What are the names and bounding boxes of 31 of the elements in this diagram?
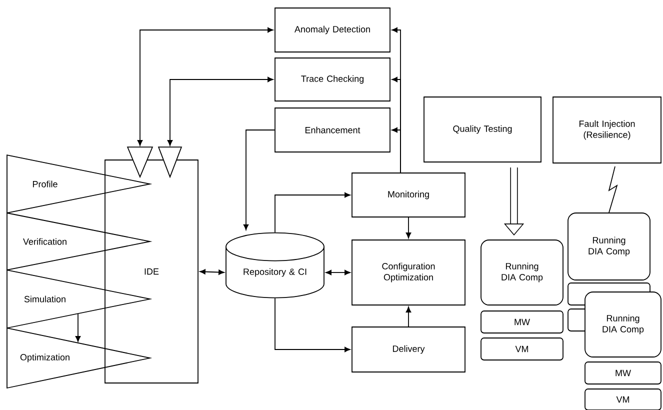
lightning-bolt: [608, 166, 618, 213]
layer-box: [568, 282, 650, 306]
arrow: [167, 76, 274, 146]
arrow: [406, 217, 412, 238]
database-cylinder: Repository & CI: [226, 232, 324, 298]
arrow: [200, 269, 224, 275]
arrow: [274, 298, 350, 352]
arrow: [137, 27, 274, 146]
process-box: Trace Checking: [274, 58, 390, 102]
process-box: Anomaly Detection: [274, 8, 390, 52]
process-box: Configuration Optimization: [352, 240, 466, 306]
component-box: Running DIA Comp: [480, 240, 564, 306]
process-box: Enhancement: [274, 108, 390, 152]
ide-box: IDE: [104, 160, 198, 384]
component-box: Running DIA Comp: [568, 212, 650, 280]
process-box: Monitoring: [352, 172, 466, 218]
arrow: [326, 270, 350, 276]
process-box: Fault Injection (Resilience): [552, 96, 662, 164]
process-box: Quality Testing: [424, 96, 542, 162]
arrow: [243, 130, 275, 230]
arrow: [274, 192, 350, 233]
process-box: Delivery: [352, 326, 466, 372]
layer-box: MW: [584, 362, 662, 384]
arrow: [406, 306, 412, 327]
layer-box: [568, 308, 586, 332]
arrow: [75, 314, 81, 342]
layer-box: VM: [480, 338, 564, 360]
layer-box: VM: [584, 388, 662, 410]
component-box: Running DIA Comp: [584, 292, 662, 358]
layer-box: MW: [480, 310, 564, 334]
arrow: [392, 127, 401, 173]
